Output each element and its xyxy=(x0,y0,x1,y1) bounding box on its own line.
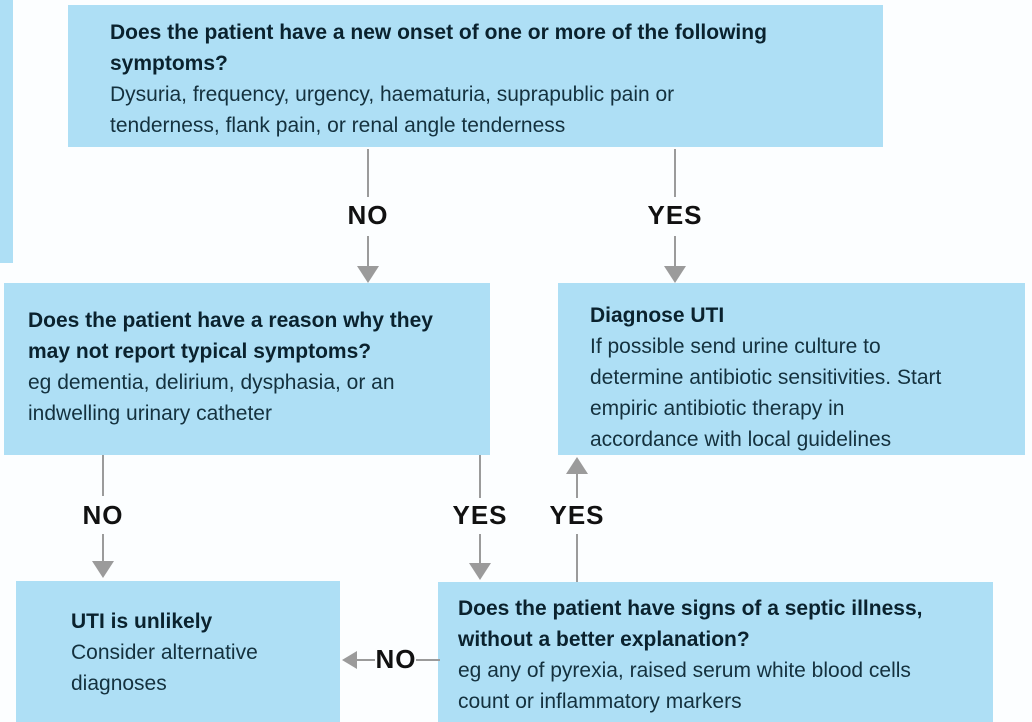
partial-box-left-edge xyxy=(0,0,13,263)
arrow-line xyxy=(479,455,481,498)
node-symptom-question-title: Does the patient have a new onset of one… xyxy=(110,21,767,75)
arrow-line xyxy=(102,455,104,496)
node-septic-question: Does the patient have signs of a septic … xyxy=(438,582,993,722)
arrowhead-down-icon xyxy=(664,266,686,283)
arrow-line xyxy=(357,659,375,661)
arrow-line xyxy=(674,149,676,197)
edge-label-yes: YES xyxy=(452,500,508,530)
node-atypical-question-title: Does the patient have a reason why they … xyxy=(28,309,433,363)
arrowhead-down-icon xyxy=(92,561,114,578)
arrow-line xyxy=(367,149,369,197)
node-diagnose-uti: Diagnose UTI If possible send urine cult… xyxy=(558,283,1025,455)
node-uti-unlikely-body: Consider alternative diagnoses xyxy=(71,641,258,695)
node-septic-question-title: Does the patient have signs of a septic … xyxy=(458,597,923,651)
arrowhead-left-icon xyxy=(342,651,357,669)
arrow-line xyxy=(102,534,104,561)
edge-label-yes: YES xyxy=(549,500,605,530)
node-symptom-question-body: Dysuria, frequency, urgency, haematuria,… xyxy=(110,83,675,137)
node-symptom-question: Does the patient have a new onset of one… xyxy=(68,5,883,147)
arrowhead-down-icon xyxy=(357,266,379,283)
arrowhead-up-icon xyxy=(566,457,588,474)
edge-label-no: NO xyxy=(347,200,389,230)
arrowhead-down-icon xyxy=(469,563,491,580)
arrow-line xyxy=(479,534,481,563)
node-diagnose-uti-title: Diagnose UTI xyxy=(590,304,725,327)
node-septic-question-body: eg any of pyrexia, raised serum white bl… xyxy=(458,659,911,713)
arrow-line xyxy=(416,659,440,661)
edge-label-no: NO xyxy=(375,644,417,674)
edge-label-no: NO xyxy=(82,500,124,530)
edge-label-yes: YES xyxy=(647,200,703,230)
node-uti-unlikely: UTI is unlikely Consider alternative dia… xyxy=(16,581,340,722)
arrow-line xyxy=(576,534,578,582)
node-diagnose-uti-body: If possible send urine culture to determ… xyxy=(590,335,942,451)
node-atypical-question-body: eg dementia, delirium, dysphasia, or an … xyxy=(28,371,395,425)
arrow-line xyxy=(674,236,676,266)
arrow-line xyxy=(576,474,578,498)
node-atypical-question: Does the patient have a reason why they … xyxy=(4,283,490,455)
arrow-line xyxy=(367,236,369,266)
node-uti-unlikely-title: UTI is unlikely xyxy=(71,610,213,633)
